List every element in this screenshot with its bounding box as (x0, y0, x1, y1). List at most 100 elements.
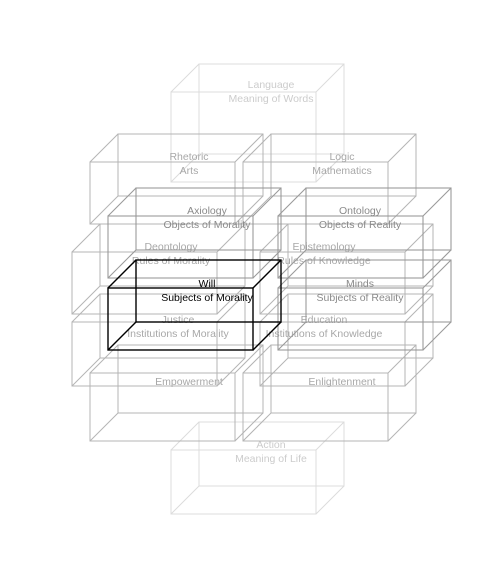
box-justice-edge (216, 293, 246, 323)
box-ontology-edge (277, 187, 307, 217)
box-epistemology-edge (404, 285, 434, 315)
box-justice-edge (71, 293, 101, 323)
box-action-edge (315, 421, 345, 451)
box-will-subtitle: Subjects of Morality (161, 292, 253, 304)
box-education-back-face (287, 293, 434, 359)
box-language-edge (315, 63, 345, 93)
box-epistemology-title: Epistemology (292, 241, 356, 253)
box-axiology-edge (107, 187, 137, 217)
box-empowerment-edge (234, 412, 264, 442)
box-empowerment-front-face (89, 372, 236, 442)
box-rhetoric-edge (89, 133, 119, 163)
box-minds-edge (277, 259, 307, 289)
box-epistemology-edge (404, 223, 434, 253)
box-deontology-back-face (99, 223, 246, 287)
box-education-subtitle: Institutions of Knowledge (266, 328, 383, 340)
box-rhetoric-edge (234, 133, 264, 163)
box-enlightenment-title: Enlightenment (308, 376, 375, 388)
box-deontology-subtitle: Rules of Morality (132, 255, 211, 267)
box-language-title: Language (248, 79, 295, 91)
box-logic-subtitle: Mathematics (312, 165, 372, 177)
box-action-edge (170, 485, 200, 515)
box-empowerment: Empowerment (89, 344, 264, 442)
box-will-edge (107, 321, 137, 351)
box-axiology-subtitle: Objects of Morality (164, 219, 252, 231)
box-deontology-front-face (71, 251, 218, 315)
box-minds-edge (277, 321, 307, 351)
box-rhetoric-subtitle: Arts (180, 165, 199, 177)
box-justice-subtitle: Institutions of Morality (127, 328, 229, 340)
box-epistemology-edge (259, 223, 289, 253)
box-ontology-title: Ontology (339, 205, 382, 217)
box-enlightenment-edge (387, 344, 417, 374)
box-justice-back-face (99, 293, 246, 359)
box-ontology-front-face (277, 215, 424, 279)
box-education-edge (404, 357, 434, 387)
box-ontology-back-face (305, 187, 452, 251)
box-deontology-edge (71, 223, 101, 253)
box-empowerment-title: Empowerment (155, 376, 223, 388)
box-rhetoric-back-face (117, 133, 264, 197)
box-epistemology-edge (259, 285, 289, 315)
box-minds-subtitle: Subjects of Reality (317, 292, 405, 304)
box-rhetoric-edge (234, 195, 264, 225)
box-empowerment-back-face (117, 344, 264, 414)
box-will-edge (252, 259, 282, 289)
box-action-back-face (198, 421, 345, 487)
box-epistemology-back-face (287, 223, 434, 287)
box-logic-title: Logic (329, 151, 354, 163)
box-ontology-edge (422, 187, 452, 217)
box-ontology-subtitle: Objects of Reality (319, 219, 402, 231)
box-education-title: Education (301, 314, 348, 326)
box-enlightenment-edge (242, 412, 272, 442)
box-enlightenment: Enlightenment (242, 344, 417, 442)
box-minds-back-face (305, 259, 452, 323)
box-action-title: Action (256, 439, 285, 451)
box-minds-front-face (277, 287, 424, 351)
box-axiology-edge (252, 187, 282, 217)
box-logic-edge (242, 195, 272, 225)
box-language-subtitle: Meaning of Words (228, 93, 313, 105)
box-axiology-edge (252, 249, 282, 279)
box-rhetoric-edge (89, 195, 119, 225)
box-action-front-face (170, 449, 317, 515)
box-axiology-edge (107, 249, 137, 279)
box-action-subtitle: Meaning of Life (235, 453, 307, 465)
box-empowerment-edge (89, 344, 119, 374)
box-ontology-edge (277, 249, 307, 279)
box-enlightenment-edge (387, 412, 417, 442)
box-ontology-edge (422, 249, 452, 279)
box-deontology-edge (71, 285, 101, 315)
box-deontology-title: Deontology (144, 241, 198, 253)
box-epistemology-subtitle: Rules of Knowledge (277, 255, 371, 267)
box-minds-edge (422, 259, 452, 289)
box-logic-edge (242, 133, 272, 163)
box-will-edge (252, 321, 282, 351)
box-education-edge (404, 293, 434, 323)
box-epistemology-front-face (259, 251, 406, 315)
box-action-edge (170, 421, 200, 451)
box-empowerment-edge (234, 344, 264, 374)
box-rhetoric-title: Rhetoric (169, 151, 208, 163)
box-enlightenment-edge (242, 344, 272, 374)
box-action-edge (315, 485, 345, 515)
box-axiology-back-face (135, 187, 282, 251)
box-minds-title: Minds (346, 278, 374, 290)
box-logic-back-face (270, 133, 417, 197)
box-deontology-edge (216, 285, 246, 315)
box-language-edge (170, 153, 200, 183)
box-deontology-edge (216, 223, 246, 253)
box-justice-title: Justice (162, 314, 195, 326)
box-axiology-title: Axiology (187, 205, 227, 217)
box-logic-edge (387, 133, 417, 163)
box-axiology-front-face (107, 215, 254, 279)
